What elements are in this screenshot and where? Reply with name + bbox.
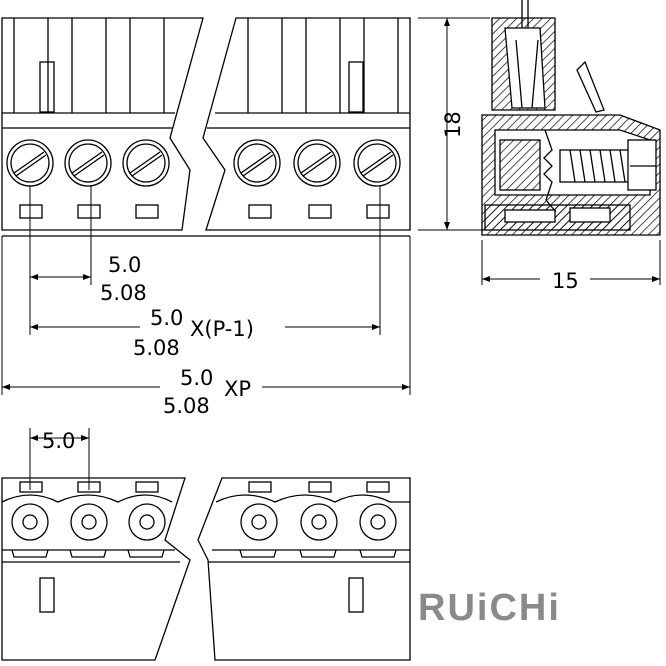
bottom-view [1, 428, 411, 661]
bottom-pitch-label: 5.0 [42, 429, 75, 453]
bottom-right-body [197, 477, 411, 661]
height-label: 18 [441, 111, 465, 138]
front-right-body [202, 17, 411, 231]
total-label-2: 5.08 [163, 394, 210, 418]
span-suffix: X(P-1) [190, 317, 254, 341]
total-suffix: XP [224, 377, 251, 401]
screw-heads [6, 139, 401, 187]
side-view [481, 0, 661, 236]
bottom-left-body [1, 477, 191, 661]
wire-windows [19, 204, 390, 219]
pitch-label-1: 5.0 [108, 253, 141, 277]
span-label-1: 5.0 [150, 306, 183, 330]
brand-logo: RUiCHi [418, 587, 561, 629]
latch-slot [348, 61, 364, 113]
depth-label: 15 [552, 269, 579, 293]
front-left-body [1, 17, 204, 231]
front-dimension-labels: 5.0 5.08 5.0 5.08 X(P-1) 5.0 5.08 XP [100, 253, 254, 418]
front-view [1, 17, 411, 395]
latch-slot [39, 61, 55, 113]
span-label-2: 5.08 [133, 336, 180, 360]
wire-entries [11, 503, 397, 541]
total-label-1: 5.0 [180, 366, 213, 390]
side-dimensions [418, 17, 661, 285]
pitch-label-2: 5.08 [100, 281, 147, 305]
front-dimensions [2, 274, 410, 390]
front-ribs [13, 18, 399, 113]
